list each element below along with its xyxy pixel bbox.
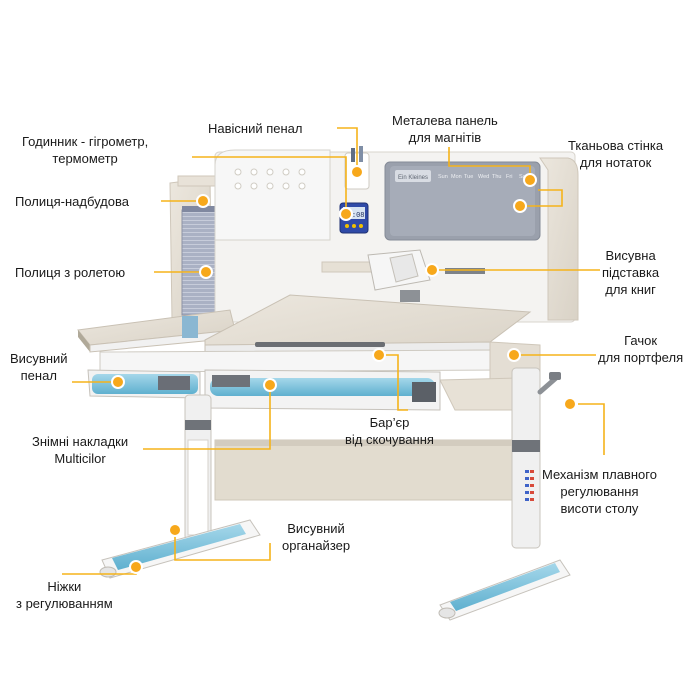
svg-text:Fri: Fri [506,174,512,180]
label-clock-text: Годинник - гігрометр, термометр [22,134,149,166]
drawer-organizer [204,369,441,411]
dot-drawer-pencil [111,375,125,389]
clock-display: 10:08 [343,212,364,220]
book-stand [367,249,485,302]
dot-legs [129,560,143,574]
label-organizer: Висувний органайзер [282,521,351,553]
drawer-pencil-case [87,369,201,399]
dot-book-stand [425,263,439,277]
dot-bag-hook [507,348,521,362]
label-bag-hook: Гачок для портфеля [598,333,684,365]
dot-fabric-wall [513,199,527,213]
label-drawer-pencil: Висувний пенал [10,351,68,383]
label-fabric-wall: Тканьова стінка для нотаток [568,138,664,170]
svg-text:Thu: Thu [492,174,501,180]
label-top-shelf: Полиця-надбудова [15,194,129,209]
dot-organizer [168,523,182,537]
svg-text:Mon: Mon [451,174,462,180]
label-roller-shelf: Полиця з ролетою [15,265,126,280]
callout-lines [62,127,605,575]
dot-barrier [372,348,386,362]
svg-text:Wed: Wed [478,174,489,180]
callout-dots [111,165,577,574]
right-foot [438,559,571,621]
dot-clock [339,207,353,221]
decor-dots [234,168,306,190]
label-clock: Годинник - гігрометр, термометр [22,133,148,167]
svg-text:Tue: Tue [464,174,473,180]
metal-magnet-panel: Ein Kleines [384,161,541,241]
panel-title: Ein Kleines [398,175,428,181]
dot-mechanism [563,397,577,411]
height-crank [537,372,561,395]
calendar-row: Sun Mon Tue Wed Thu Fri Sat [438,174,528,180]
dot-metal-panel [523,173,537,187]
label-book-stand: Висувна підставка для книг [602,248,660,297]
svg-text:Sat: Sat [519,174,528,180]
dot-overlays [263,378,277,392]
svg-text:Sun: Sun [438,174,448,180]
dot-top-shelf [196,194,210,208]
dot-roller-shelf [199,265,213,279]
label-metal-panel: Металева панель для магнітів [392,113,498,145]
label-legs: Ніжки з регулюванням [16,579,113,611]
hutch: 10:08 Ein Kleines Sun Mon Tue Wed Thu Fr… [169,146,579,323]
desk-frame [99,367,571,621]
dot-pencil-case [350,165,364,179]
label-overlays: Знімні накладки Multicilor [32,434,129,466]
label-barrier: Бар’єр від скочування [345,415,434,447]
height-scale [525,470,529,501]
label-pencil-case: Навісний пенал [208,121,303,136]
label-mechanism: Механізм плавного регулювання висоти сто… [542,467,657,516]
